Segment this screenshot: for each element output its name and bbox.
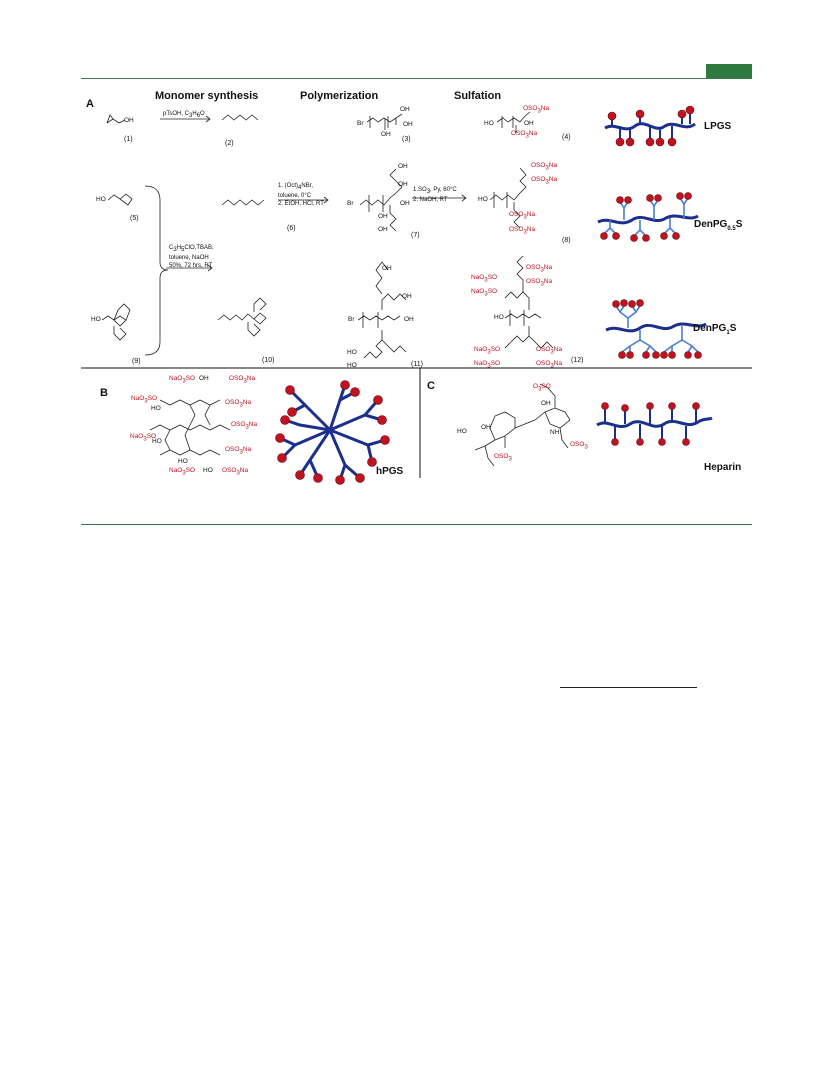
label-oso3na-12a: OSO3Na xyxy=(526,264,553,274)
label-b-oh-1: OH xyxy=(199,375,209,382)
label-b-oso3na-1: OSO3Na xyxy=(229,375,256,385)
label-oh-7a: OH xyxy=(398,163,408,170)
label-c-oso3-1: OSO3 xyxy=(570,441,588,451)
name-denpg05s: DenPG0.5S xyxy=(694,219,743,232)
label-oh-3b: OH xyxy=(403,121,413,128)
label-b-ho-4: HO xyxy=(203,467,213,474)
label-br-11: Br xyxy=(348,316,355,323)
reaction-7: 1.SO3, Py, 60°C 2. NaOH, RT xyxy=(413,187,457,204)
label-oso3na-12b: OSO3Na xyxy=(526,278,553,288)
label-oh-3a: OH xyxy=(400,106,410,113)
label-b-naso-3: NaO3SO xyxy=(130,433,157,443)
bottom-rule xyxy=(81,524,752,525)
compound-8: (8) xyxy=(562,237,571,244)
header-tab xyxy=(706,64,752,78)
compound-4: (4) xyxy=(562,134,571,141)
label-b-ho-1: HO xyxy=(151,405,161,412)
label-b-oso3na-2: OSO3Na xyxy=(225,399,252,409)
label-c-oh-1: OH xyxy=(541,400,551,407)
panel-a-label: A xyxy=(86,98,94,110)
compound-9: (9) xyxy=(132,358,141,365)
label-ho-4: HO xyxy=(484,120,494,127)
name-denpg1s: DenPG1S xyxy=(693,323,737,336)
label-oh-1: OH xyxy=(124,117,134,124)
label-ho-11a: HO xyxy=(347,349,357,356)
panel-c-label: C xyxy=(427,380,435,392)
label-b-ho-3: HO xyxy=(178,458,188,465)
label-c-nh: NH xyxy=(550,429,560,436)
label-br-3: Br xyxy=(357,120,364,127)
compound-12: (12) xyxy=(571,357,584,364)
label-ho-5: HO xyxy=(96,196,106,203)
compound-5: (5) xyxy=(130,215,139,222)
label-c-o3so: O3SO xyxy=(533,383,551,393)
label-b-naso-4: NaO3SO xyxy=(169,467,196,477)
label-oso3na-8c: OSO3Na xyxy=(509,211,536,221)
name-hpgs: hPGS xyxy=(376,466,404,477)
label-oh-7e: OH xyxy=(378,226,388,233)
top-rule xyxy=(81,78,752,79)
name-lpgs: LPGS xyxy=(704,121,732,132)
label-oh-3c: OH xyxy=(381,131,391,138)
label-b-oso3na-4: OSO3Na xyxy=(225,446,252,456)
label-b-ho-2: HO xyxy=(152,438,162,445)
reaction-9: C3H5ClO,TBAB, toluene, NaOH 50%, 72 hrs,… xyxy=(169,245,214,270)
label-ho-9: HO xyxy=(91,316,101,323)
label-naso-12b: NaO3SO xyxy=(471,288,498,298)
reaction-6: 1. (Oct)4NBr, toluene, 0°C 2. EtOH, HCl,… xyxy=(278,183,324,208)
label-oso3na-4a: OSO3Na xyxy=(523,105,550,115)
compound-10: (10) xyxy=(262,357,275,364)
label-b-oso3na-3: OSO3Na xyxy=(231,421,258,431)
header-monomer: Monomer synthesis xyxy=(155,90,259,102)
compound-7: (7) xyxy=(411,232,420,239)
label-oso3na-12d: OSO3Na xyxy=(536,360,563,370)
label-oso3na-4b: OSO3Na xyxy=(511,130,538,140)
name-heparin: Heparin xyxy=(704,462,742,473)
header-sulfation: Sulfation xyxy=(454,90,502,102)
label-ho-12: HO xyxy=(494,314,504,321)
label-b-naso-1: NaO3SO xyxy=(169,375,196,385)
label-naso-12c: NaO3SO xyxy=(474,346,501,356)
label-c-oh-2: OH xyxy=(481,424,491,431)
label-ho-8: HO xyxy=(478,196,488,203)
label-oh-11b: OH xyxy=(402,293,412,300)
label-oh-11c: OH xyxy=(404,316,414,323)
panel-b-label: B xyxy=(100,387,108,399)
label-br-7: Br xyxy=(347,200,354,207)
label-naso-12d: NaO3SO xyxy=(474,360,501,370)
label-oh-7b: OH xyxy=(398,181,408,188)
header-polymerization: Polymerization xyxy=(300,90,379,102)
label-oso3na-8b: OSO3Na xyxy=(531,176,558,186)
compound-2: (2) xyxy=(225,140,234,147)
label-oh-7d: OH xyxy=(378,213,388,220)
compound-11: (11) xyxy=(411,361,423,368)
label-c-oso3-2: OSO3 xyxy=(494,453,512,463)
compound-6: (6) xyxy=(287,225,296,232)
label-oh-7c: OH xyxy=(400,200,410,207)
label-oh-4: OH xyxy=(524,120,534,127)
label-b-oso3na-5: OSO3Na xyxy=(222,467,249,477)
compound-3: (3) xyxy=(402,136,411,143)
label-b-naso-2: NaO3SO xyxy=(131,395,158,405)
label-oso3na-12c: OSO3Na xyxy=(536,346,563,356)
compound-1: (1) xyxy=(124,136,133,143)
label-oso3na-8a: OSO3Na xyxy=(531,162,558,172)
label-oso3na-8d: OSO3Na xyxy=(509,226,536,236)
label-naso-12a: NaO3SO xyxy=(471,274,498,284)
label-oh-11a: OH xyxy=(382,265,392,272)
label-c-ho: HO xyxy=(457,428,467,435)
reaction-1: pTsOH, C3H6O xyxy=(163,111,205,120)
label-ho-11b: HO xyxy=(347,362,357,369)
short-rule xyxy=(560,687,697,688)
